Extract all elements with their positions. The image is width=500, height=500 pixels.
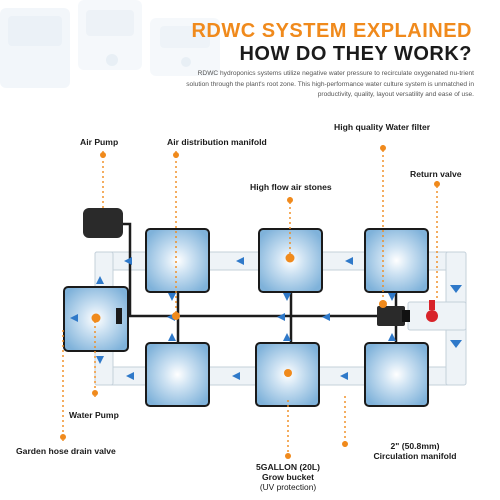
intro-paragraph: RDWC hydroponics systems utilize negativ… (186, 70, 474, 98)
label-manifold-line1: 2" (50.8mm) (390, 441, 440, 451)
label-grow-bucket-line3: (UV protection) (259, 482, 317, 492)
grow-bucket-bottom-3 (364, 342, 429, 407)
label-air-manifold: Air distribution manifold (167, 137, 267, 147)
label-water-filter: High quality Water filter (334, 122, 431, 132)
callout-dots (60, 145, 440, 459)
label-air-stones: High flow air stones (250, 182, 332, 192)
label-grow-bucket-line1: 5GALLON (20L) (256, 462, 320, 472)
label-manifold-line2: Circulation manifold (373, 451, 457, 461)
label-return-valve: Return valve (410, 169, 462, 179)
label-grow-bucket: 5GALLON (20L) Grow bucket (UV protection… (245, 462, 331, 492)
air-pump (83, 208, 123, 238)
background-equipment-illustration (0, 0, 220, 88)
title-line-1: RDWC SYSTEM EXPLAINED (191, 20, 472, 42)
grow-bucket-top-1 (145, 228, 210, 293)
label-grow-bucket-line2: Grow bucket (261, 472, 315, 482)
return-valve (426, 300, 438, 322)
label-water-pump: Water Pump (69, 410, 119, 420)
water-filter (377, 306, 410, 326)
title-line-2: HOW DO THEY WORK? (239, 43, 472, 65)
label-air-pump: Air Pump (80, 137, 119, 147)
grow-bucket-top-3 (364, 228, 429, 293)
grow-bucket-bottom-1 (145, 342, 210, 407)
label-circulation-manifold: 2" (50.8mm) Circulation manifold (360, 441, 470, 461)
callout-lines (62, 145, 438, 459)
label-drain-valve: Garden hose drain valve (16, 446, 116, 456)
water-pump-housing (116, 308, 122, 324)
